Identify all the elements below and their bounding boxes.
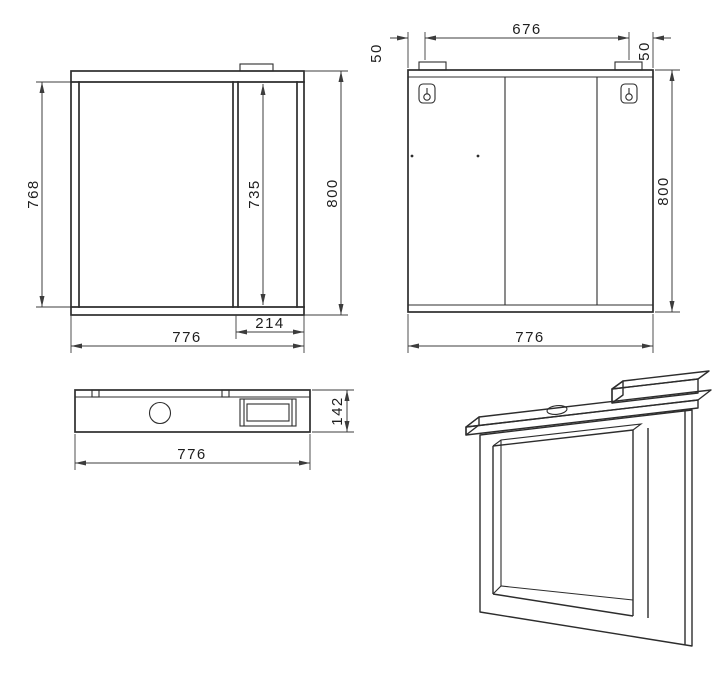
top-light-box — [239, 398, 297, 427]
hinge-plate — [221, 389, 230, 398]
dim-front-height-overall: 800 — [324, 178, 341, 208]
iso-wire-hole — [546, 405, 568, 415]
dim-back-height-overall: 800 — [655, 176, 672, 206]
iso-light-box — [611, 370, 710, 404]
iso-body — [479, 409, 693, 647]
dim-back-hanger-offset-right: 50 — [636, 41, 653, 61]
back-view-dimensions: 676 50 50 800 776 — [368, 21, 680, 353]
top-view-dimensions: 142 776 — [74, 389, 354, 470]
dim-back-hanger-span: 676 — [512, 21, 542, 38]
dim-front-door-width: 214 — [255, 315, 285, 332]
keyhole-hanger-icon — [620, 83, 638, 104]
back-view-outline — [407, 61, 654, 313]
front-view: 768 735 800 214 776 — [25, 63, 348, 353]
back-view: 676 50 50 800 776 — [368, 21, 680, 353]
dim-back-hanger-offset-left: 50 — [368, 43, 385, 63]
front-view-dimensions: 768 735 800 214 776 — [25, 70, 348, 353]
top-view-outline — [74, 389, 311, 433]
screw-hole — [410, 154, 414, 158]
front-light-box — [239, 63, 274, 72]
dim-top-width-overall: 776 — [177, 446, 207, 463]
dim-front-height-body: 768 — [25, 179, 42, 209]
dim-top-depth: 142 — [329, 396, 346, 426]
dim-front-width-overall: 776 — [172, 329, 202, 346]
front-view-outline — [70, 63, 305, 316]
dim-back-width-overall: 776 — [515, 329, 545, 346]
keyhole-hanger-icon — [418, 83, 436, 104]
wire-hole — [148, 401, 172, 425]
mounting-rail-right — [614, 61, 643, 71]
screw-hole — [476, 154, 480, 158]
top-view: 142 776 — [74, 389, 354, 470]
mounting-rail-left — [418, 61, 447, 71]
dim-front-door-inner-height: 735 — [246, 179, 263, 209]
isometric-view — [465, 370, 712, 647]
hinge-plate — [91, 389, 100, 398]
